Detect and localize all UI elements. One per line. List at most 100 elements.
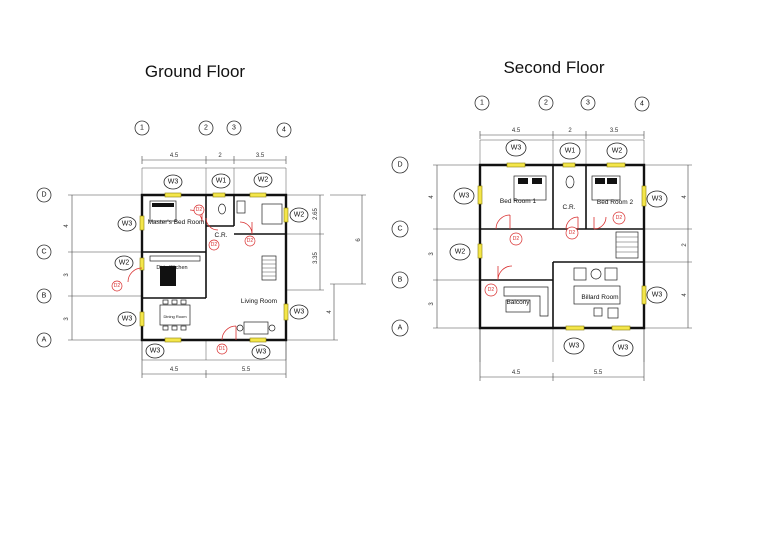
door-swing [205,217,219,231]
chair [180,325,187,331]
grid-row-label: C [41,249,46,256]
grid-row-marker [391,271,409,289]
room-label-dining: Dining Room [163,314,187,319]
room-label-master: Master's Bed Room [148,219,205,226]
window-tag [606,142,628,160]
billiard-chair [593,307,603,317]
dim-label: 3.35 [313,252,319,264]
grid-row-label: B [398,277,403,284]
window [506,162,526,168]
staircase [615,231,639,259]
bed-pillow [595,178,605,184]
window-leader-lines [141,167,287,361]
window-tag [646,190,668,208]
window [641,285,647,305]
grid-col-marker [198,120,214,136]
window-tag-label: W1 [565,148,576,155]
door-swing [239,221,253,235]
door-tag [111,280,123,292]
grid-col-label: 2 [204,125,208,132]
door-tag [565,226,579,240]
window [477,185,483,205]
grid-col-marker [538,95,554,111]
ground-floor-title: Ground Floor [145,62,245,81]
interior-walls [142,195,286,299]
exterior-wall [478,163,646,330]
grid-col-marker [580,95,596,111]
grid-row-marker [36,288,52,304]
second-floor-title: Second Floor [503,58,604,77]
window-tag [453,187,475,205]
window [565,325,585,331]
grid-row-label: B [42,293,47,300]
dining-table [159,304,191,326]
room-label-dirty-kitchen: Dirty Kitchen [156,265,187,271]
grid-col-label: 3 [232,125,236,132]
grid-col-label: 3 [586,100,590,107]
grid-col-marker [276,122,292,138]
window-tag [289,304,309,320]
grid-col-marker [634,96,650,112]
grid-row-marker [36,187,52,203]
door-tag [216,343,228,355]
left-dimension-line [433,164,480,329]
top-dimension-line [479,131,645,139]
dim-label: 4.5 [512,370,521,376]
grid-col-label: 2 [544,100,548,107]
room-label-cr: C.R. [563,204,576,211]
right-dimension-line [286,194,366,341]
grid-col-marker [134,120,150,136]
grid-col-label: 1 [140,125,144,132]
exterior-wall [140,193,288,342]
dim-label: 2 [682,243,688,247]
room-label-billiard: Billard Room [581,294,618,301]
door-tag [509,232,523,246]
billiard-chair [607,307,619,319]
window-tag-label: W3 [256,349,267,356]
grid-row-marker [391,220,409,238]
dim-label: 4 [327,310,333,314]
sofa [243,321,269,335]
sectional-sofa [503,286,549,317]
grid-col-marker [474,95,490,111]
door-swing [495,214,511,230]
left-dimension-line [68,194,142,341]
grid-row-label: A [398,325,403,332]
toilet [218,203,226,215]
window-tag [211,173,231,189]
door-tag [208,239,220,251]
side-table [268,324,276,332]
window-tag [117,311,137,327]
window-tag-label: W3 [168,179,179,186]
window [283,303,289,321]
grid-col-label: 4 [640,101,644,108]
door-tag-label: D2 [114,283,121,289]
window [477,243,483,259]
window [606,162,626,168]
grid-col-marker [226,120,242,136]
window-tag-label: W3 [459,193,470,200]
grid-row-label: D [41,192,46,199]
window-tag [117,216,137,232]
door-tag [244,235,256,247]
dim-label: 2 [218,153,222,159]
bottom-dimension-line [479,328,645,381]
dim-label: 4.5 [170,153,179,159]
window [249,337,267,343]
room-label-living: Living Room [241,298,277,305]
grid-col-label: 1 [480,100,484,107]
grid-row-label: C [397,226,402,233]
dim-label: 3 [429,302,435,306]
door-tag-label: D2 [247,238,254,244]
dim-label: 4 [429,195,435,199]
window-tag [563,337,585,355]
grid-row-label: D [397,162,402,169]
kitchen-counter [149,255,201,262]
grid-row-marker [36,244,52,260]
door-swing [497,265,513,281]
door-tag-label: D2 [196,207,203,213]
dim-label: 4 [682,195,688,199]
ground-floor-plan: 1 2 3 4 D C B A 4.5 2 3.5 4.5 5.5 4 3 3 … [36,120,366,378]
room-label-balcony: Balcony [506,299,530,306]
dim-label: 3.5 [610,128,619,134]
